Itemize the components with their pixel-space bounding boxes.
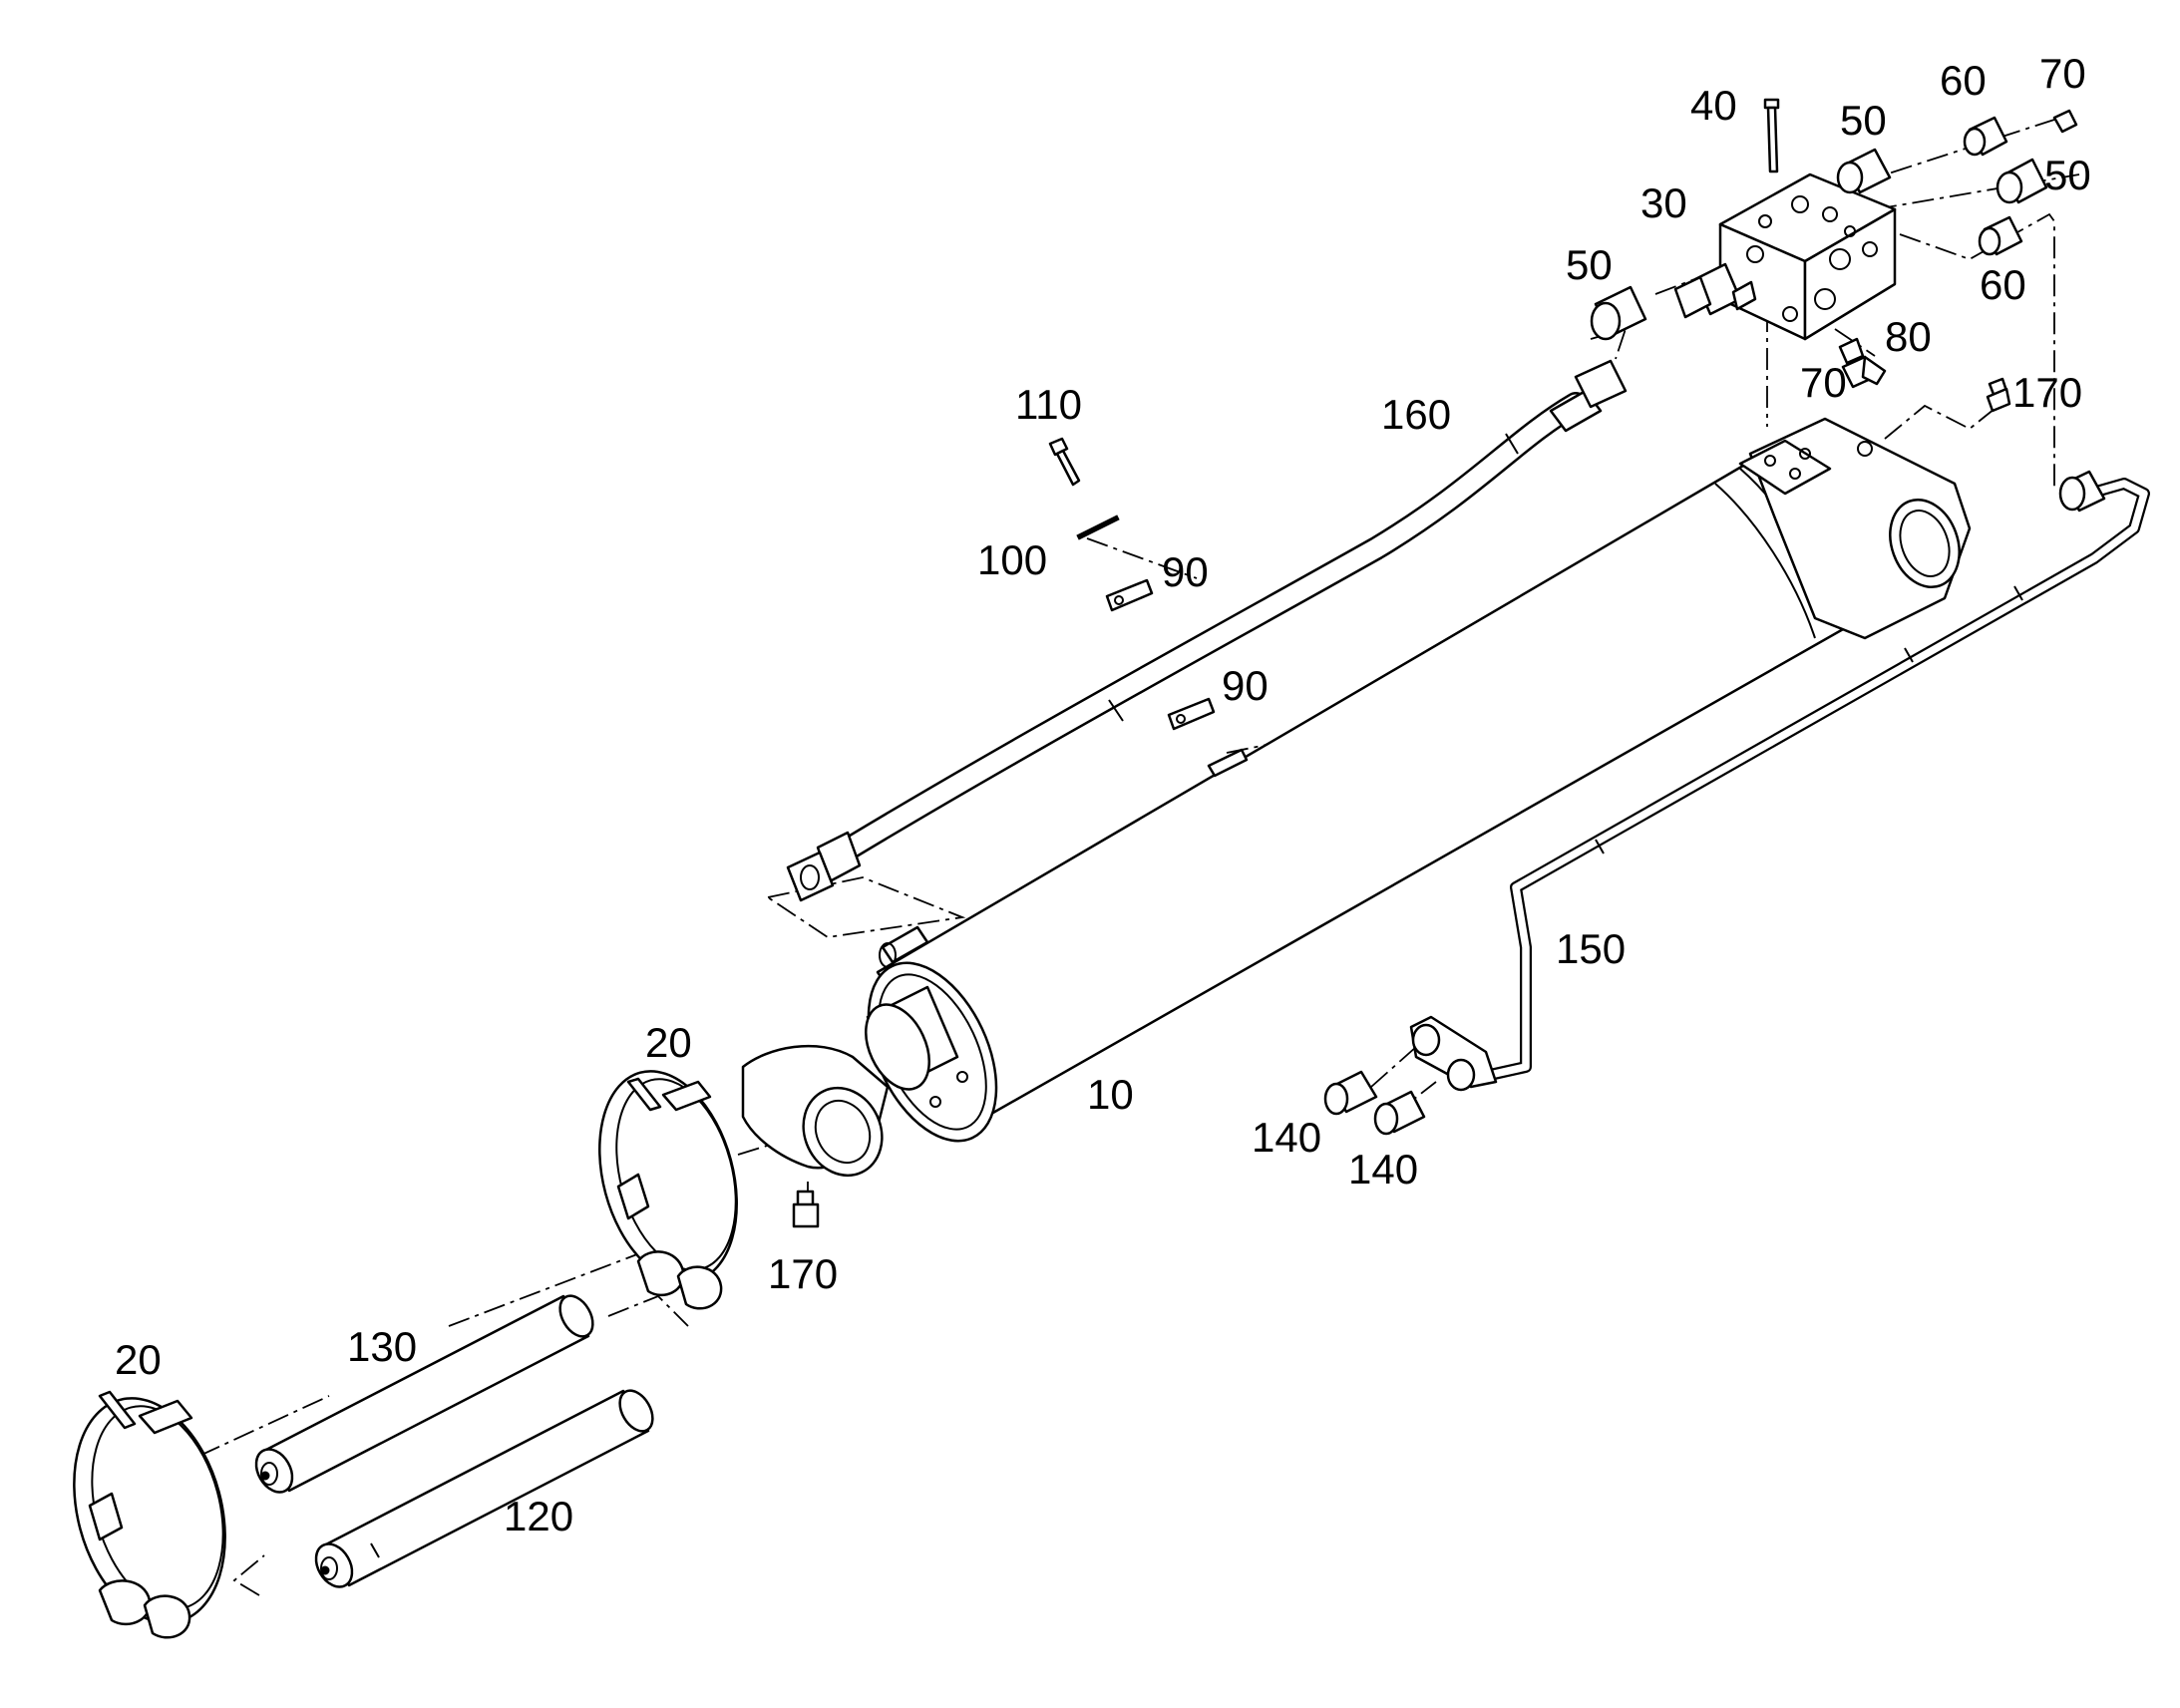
clamp-20-upper xyxy=(598,1070,738,1310)
hose-fitting-bottom xyxy=(786,831,862,902)
callout-70-top: 70 xyxy=(2039,50,2086,97)
fitting-50-left xyxy=(1590,285,1647,341)
callout-20-lower: 20 xyxy=(115,1336,162,1383)
fitting-80 xyxy=(1841,355,1887,389)
fitting-140-b xyxy=(1373,1090,1426,1136)
fitting-60-right xyxy=(1978,215,2023,256)
callout-110: 110 xyxy=(1015,381,1082,428)
callout-150: 150 xyxy=(1556,925,1626,972)
callout-120: 120 xyxy=(504,1493,573,1539)
callout-100: 100 xyxy=(977,536,1047,583)
accumulator-130 xyxy=(254,1294,594,1494)
callout-60-top: 60 xyxy=(1940,57,1987,104)
callout-50-top: 50 xyxy=(1840,97,1887,144)
bolt-40 xyxy=(1763,98,1780,173)
callout-170-top: 170 xyxy=(2012,369,2082,416)
callout-80: 80 xyxy=(1885,313,1932,360)
washer-100 xyxy=(1076,514,1120,540)
callout-70-bottom: 70 xyxy=(1800,359,1847,406)
clip-90-a xyxy=(1105,578,1154,612)
pipe-manifold-140 xyxy=(1409,1015,1498,1092)
fitting-60-top xyxy=(1963,116,2008,157)
callout-30: 30 xyxy=(1640,179,1687,226)
bolt-110 xyxy=(1048,437,1081,487)
callout-50-right: 50 xyxy=(2044,152,2091,198)
leader-lines xyxy=(198,119,2080,1596)
callout-20-upper: 20 xyxy=(645,1019,692,1066)
callout-40: 40 xyxy=(1690,82,1737,129)
piston-rod-and-eye xyxy=(741,985,959,1228)
callout-170-bottom: 170 xyxy=(768,1250,838,1297)
callout-160: 160 xyxy=(1381,391,1451,438)
fitting-70-top xyxy=(2052,109,2078,134)
fitting-70-bottom xyxy=(1838,337,1865,365)
accumulator-120 xyxy=(314,1389,654,1588)
callout-10: 10 xyxy=(1087,1071,1134,1118)
callout-90-b: 90 xyxy=(1222,662,1269,709)
hose-160 xyxy=(786,359,1628,902)
callout-140-a: 140 xyxy=(1252,1114,1321,1161)
callout-60-right: 60 xyxy=(1980,261,2026,308)
cylinder-head-end xyxy=(1738,417,1972,640)
fitting-50-top xyxy=(1836,148,1892,194)
grease-nipple-170-top xyxy=(1986,377,2011,413)
valve-block-30 xyxy=(1673,172,1897,341)
pipe-150 xyxy=(1409,470,2150,1092)
fitting-140-a xyxy=(1323,1070,1378,1116)
callout-130: 130 xyxy=(347,1323,417,1370)
callout-90-a: 90 xyxy=(1162,548,1209,595)
callout-50-left: 50 xyxy=(1566,241,1613,288)
fitting-50-right xyxy=(1996,158,2048,204)
hose-fitting-top xyxy=(1549,359,1628,433)
callout-140-b: 140 xyxy=(1348,1146,1418,1193)
callout-labels: 10 20 20 30 40 50 50 50 60 60 70 70 80 9… xyxy=(115,50,2091,1539)
tube-clip xyxy=(879,925,929,968)
clamp-20-lower xyxy=(73,1390,226,1639)
clip-90-b xyxy=(1167,697,1216,731)
